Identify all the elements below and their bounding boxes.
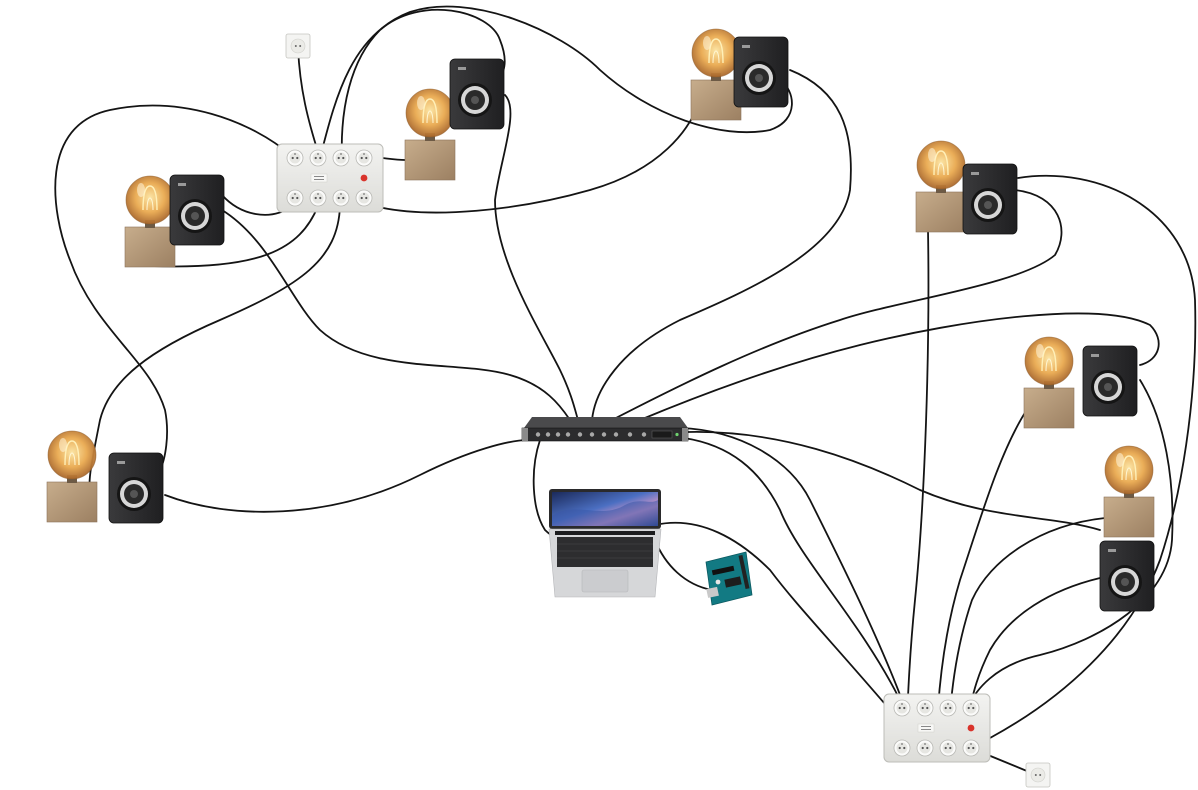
cable-speaker-tl-to-interface xyxy=(495,95,578,420)
lamp-icon xyxy=(916,141,966,232)
wall-socket-icon xyxy=(1026,763,1050,787)
cable-strip-br-to-lamp-tr xyxy=(906,230,928,745)
cable-interface-to-speaker-br xyxy=(688,432,1100,530)
lamp-icon xyxy=(405,89,455,180)
speaker-icon xyxy=(963,164,1017,234)
cable-strip-br-to-speaker-tr xyxy=(990,176,1195,738)
speaker-icon xyxy=(109,453,163,523)
lamp-icon xyxy=(1104,446,1154,537)
cable-speaker-bl-to-interface xyxy=(165,440,528,512)
cable-strip-tl-loop-left xyxy=(55,106,292,470)
arduino-board-icon xyxy=(706,552,752,605)
cable-speaker-top-to-interface xyxy=(592,70,851,420)
speaker-icon xyxy=(170,175,224,245)
speaker-icon xyxy=(1100,541,1154,611)
cable-strip-br-to-speaker-br xyxy=(970,578,1100,708)
wall-socket-icon xyxy=(286,34,310,58)
lamp-icon xyxy=(125,176,175,267)
cable-wall-to-strip-tl xyxy=(298,48,318,152)
speaker-icon xyxy=(734,37,788,107)
cable-speaker-mr-to-interface xyxy=(640,314,1159,420)
cable-laptop-to-arduino xyxy=(655,540,712,590)
lamp-icon xyxy=(1024,337,1074,428)
lamp-icon xyxy=(691,29,741,120)
cable-speaker-left-to-interface xyxy=(222,210,570,420)
laptop-icon xyxy=(549,489,661,597)
speaker-icon xyxy=(450,59,504,129)
speaker-icon xyxy=(1083,346,1137,416)
power-strip-icon xyxy=(884,694,990,762)
cable-laptop-to-strip-br xyxy=(655,523,920,745)
audio-interface-icon xyxy=(522,417,688,441)
power-strip-icon xyxy=(277,144,383,212)
